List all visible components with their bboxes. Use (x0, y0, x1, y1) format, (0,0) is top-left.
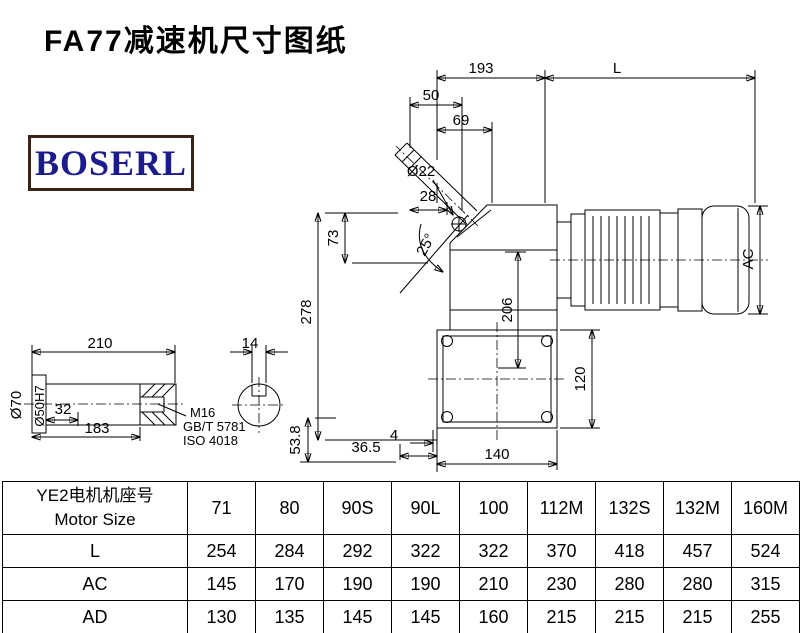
row-label: AC (2, 567, 188, 601)
table-cell: 280 (663, 567, 732, 601)
dim-120: 120 (572, 366, 589, 391)
table-cell: 457 (663, 534, 732, 568)
table-cell: 210 (459, 567, 528, 601)
table-cell: 135 (255, 600, 324, 633)
table-cell: 190 (323, 567, 392, 601)
motor-size-header-cn: YE2电机机座号 (36, 486, 154, 505)
dim-dia70: Ø70 (8, 391, 25, 419)
dim-140: 140 (484, 446, 509, 463)
dimension-lines (31, 70, 768, 472)
table-cell: 322 (391, 534, 460, 568)
size-col-header: 160M (731, 481, 800, 535)
dim-69: 69 (453, 112, 470, 129)
centerlines (24, 145, 768, 442)
table-cell: 418 (595, 534, 664, 568)
table-row-AD: AD 130 135 145 145 160 215 215 215 255 (2, 600, 800, 633)
row-label: AD (2, 600, 188, 633)
dim-L: L (613, 60, 621, 77)
table-cell: 215 (595, 600, 664, 633)
table-cell: 284 (255, 534, 324, 568)
dim-32: 32 (55, 401, 72, 418)
size-col-header: 132S (595, 481, 664, 535)
label-gbt5781: GB/T 5781 (183, 419, 246, 434)
boserl-logo-text: BOSERL (34, 143, 188, 183)
table-cell: 280 (595, 567, 664, 601)
dim-183: 183 (84, 420, 109, 437)
dim-25deg: 25° (413, 231, 439, 259)
motor-size-table: YE2电机机座号 Motor Size 71 80 90S 90L 100 11… (2, 481, 800, 633)
table-cell: 215 (527, 600, 596, 633)
size-col-header: 132M (663, 481, 732, 535)
size-col-header: 90L (391, 481, 460, 535)
row-label: L (2, 534, 188, 568)
table-cell: 130 (187, 600, 256, 633)
table-cell: 254 (187, 534, 256, 568)
dim-4: 4 (390, 427, 398, 444)
size-col-header: 90S (323, 481, 392, 535)
size-col-header: 80 (255, 481, 324, 535)
table-row-AC: AC 145 170 190 190 210 230 280 280 315 (2, 567, 800, 601)
dim-206: 206 (499, 297, 516, 322)
table-cell: 190 (391, 567, 460, 601)
dim-AC: AC (740, 248, 757, 269)
dim-36-5: 36.5 (351, 439, 380, 456)
technical-drawing: 193 L 50 69 Ø22 28 73 25° 278 53.8 206 A… (8, 60, 768, 472)
dim-50: 50 (423, 87, 440, 104)
dim-210: 210 (87, 335, 112, 352)
page-title: FA77减速机尺寸图纸 (44, 25, 348, 58)
table-cell: 230 (527, 567, 596, 601)
table-cell: 145 (323, 600, 392, 633)
table-cell: 170 (255, 567, 324, 601)
dim-73: 73 (325, 230, 342, 247)
table-cell: 292 (323, 534, 392, 568)
dim-dia22: Ø22 (407, 163, 435, 180)
label-m16: M16 (190, 405, 215, 420)
motor-outline (556, 205, 750, 315)
table-cell: 524 (731, 534, 800, 568)
table-cell: 370 (527, 534, 596, 568)
dim-53-8: 53.8 (287, 425, 304, 454)
table-row-L: L 254 284 292 322 322 370 418 457 524 (2, 534, 800, 568)
motor-size-header-cell: YE2电机机座号 Motor Size (2, 481, 188, 535)
size-col-header: 112M (527, 481, 596, 535)
dim-14: 14 (242, 335, 259, 352)
dim-193: 193 (468, 60, 493, 77)
table-cell: 215 (663, 600, 732, 633)
table-cell: 145 (391, 600, 460, 633)
output-shaft-view (394, 142, 478, 232)
dimension-labels: 193 L 50 69 Ø22 28 73 25° 278 53.8 206 A… (8, 60, 757, 463)
motor-size-header-en: Motor Size (54, 510, 136, 529)
keyway-section-view (237, 383, 281, 427)
dim-dia50h7: Ø50H7 (32, 385, 47, 426)
label-iso4018: ISO 4018 (183, 433, 238, 448)
table-header-row: YE2电机机座号 Motor Size 71 80 90S 90L 100 11… (2, 481, 800, 535)
dim-28: 28 (420, 188, 437, 205)
table-cell: 145 (187, 567, 256, 601)
shaft-detail-view (31, 374, 187, 434)
table-cell: 160 (459, 600, 528, 633)
dim-278: 278 (298, 299, 315, 324)
table-cell: 315 (731, 567, 800, 601)
table-cell: 255 (731, 600, 800, 633)
size-col-header: 100 (459, 481, 528, 535)
boserl-logo: BOSERL (28, 135, 194, 191)
size-col-header: 71 (187, 481, 256, 535)
mounting-flange (436, 329, 558, 429)
table-cell: 322 (459, 534, 528, 568)
